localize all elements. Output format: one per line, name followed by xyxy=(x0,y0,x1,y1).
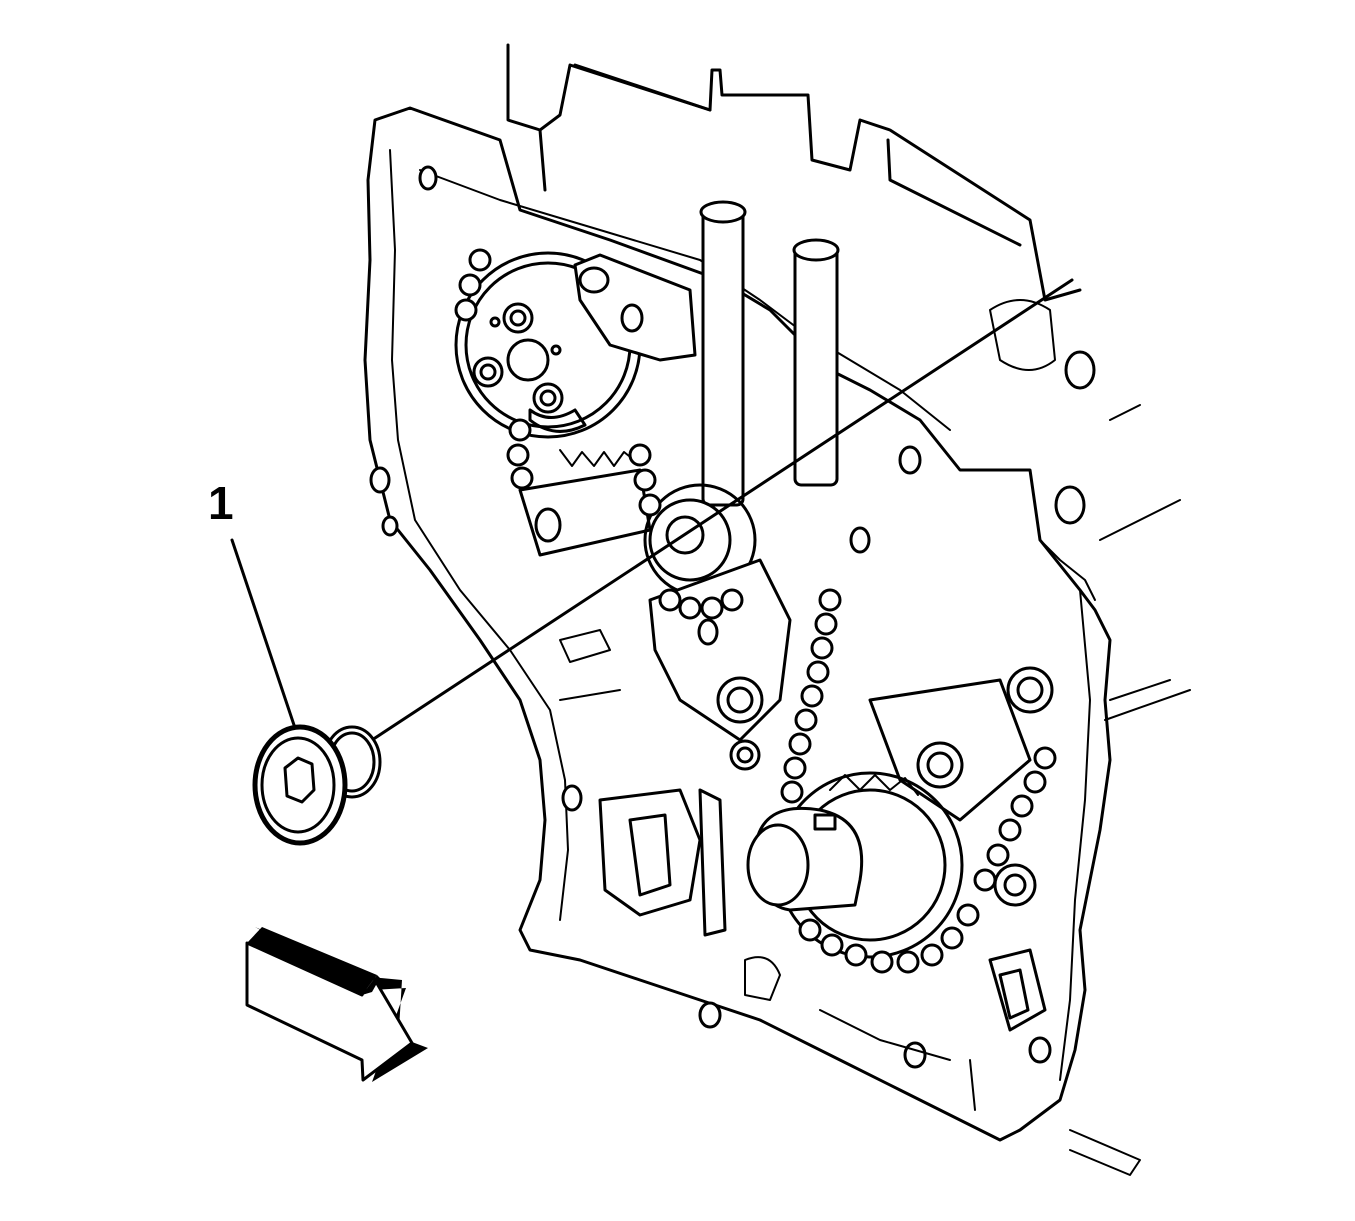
timing-chain xyxy=(454,248,1057,974)
callout-leader-line xyxy=(370,278,1074,742)
callout-1-leader xyxy=(230,538,297,730)
threaded-hex-socket-plug-icon xyxy=(252,724,382,846)
engine-front-cover-drawing xyxy=(363,43,1191,1176)
view-direction-arrow-icon xyxy=(245,927,428,1082)
callout-1-label: 1 xyxy=(208,477,234,529)
